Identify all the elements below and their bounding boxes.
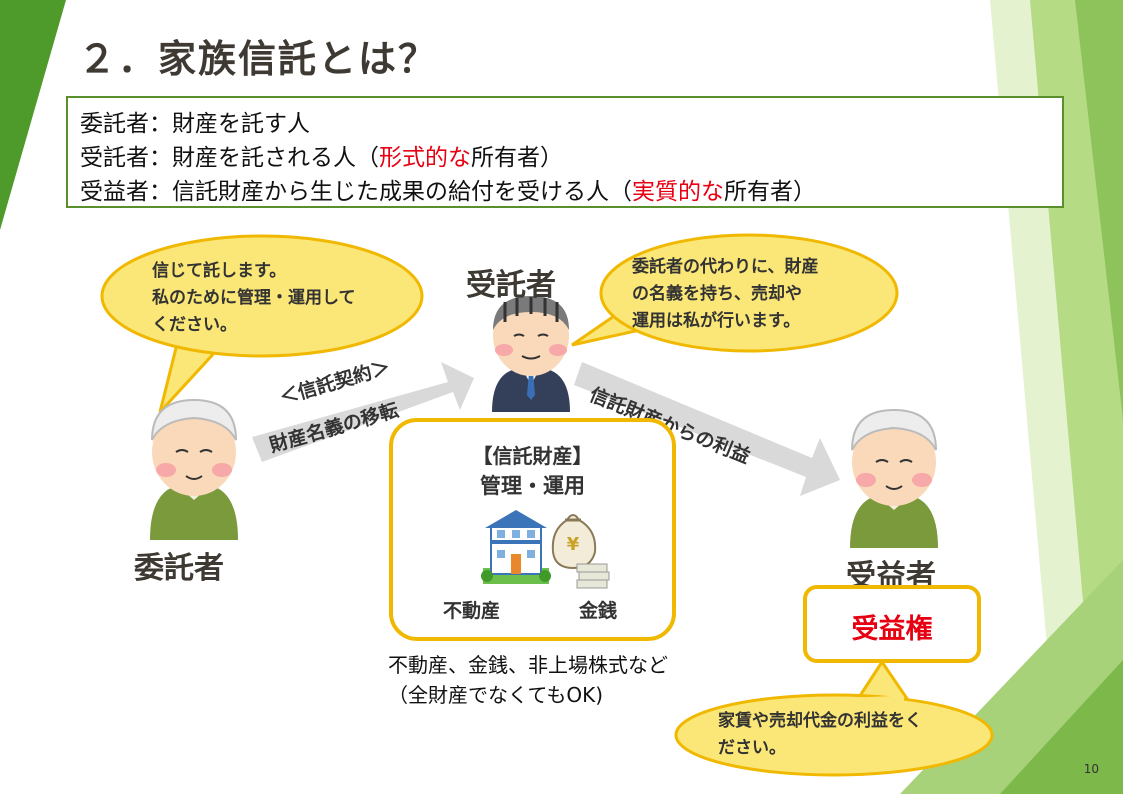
beneficiary-person-illustration: [850, 408, 938, 548]
slide-title: ２．家族信託とは？: [78, 37, 439, 81]
definition-role: 受益者: [80, 179, 149, 205]
beneficiary-speech-bubble: [674, 659, 994, 777]
arrow-left-shape: [252, 362, 474, 462]
house-icon: [481, 510, 551, 584]
definition-role: 委託者: [80, 111, 149, 137]
money-label: 金銭: [579, 600, 618, 622]
bubble-line: 信じて託します。: [152, 261, 287, 281]
arrow-right-shape: [574, 362, 840, 496]
definition-text-end: 所有者）: [724, 179, 816, 205]
yen-symbol: ¥: [567, 534, 580, 555]
trustee-label: 受託者: [466, 268, 556, 303]
real-estate-label: 不動産: [443, 600, 501, 622]
trust-property-subheading: 管理・運用: [480, 474, 585, 498]
settlor-label: 委託者: [134, 551, 224, 586]
definition-separator: ：: [149, 111, 172, 137]
trustee-speech-bubble: [571, 233, 899, 353]
page-number: 10: [1083, 762, 1099, 776]
bubble-line: 運用は私が行います。: [632, 311, 801, 331]
bubble-line: 家賃や売却代金の利益をく: [718, 711, 922, 731]
money-bag-icon: ¥: [551, 514, 610, 589]
settlor-bubble-text: 信じて託します。 私のために管理・運用して ください。: [152, 258, 356, 339]
definition-text: 信託財産から生じた成果の給付を受ける人（: [172, 179, 632, 205]
trust-property-note: 不動産、金銭、非上場株式など （全財産でなくてもOK): [388, 650, 668, 710]
settlor-speech-bubble: [100, 234, 424, 414]
trustee-person-illustration: [492, 296, 570, 412]
definition-separator: ：: [149, 145, 172, 171]
note-line: 不動産、金銭、非上場株式など: [388, 653, 668, 677]
definition-text: 財産を託す人: [172, 111, 310, 137]
definition-trustee: 受託者：財産を託される人（形式的な所有者）: [80, 138, 563, 172]
trust-property-heading: 【信託財産】: [472, 444, 593, 468]
trustee-bubble-text: 委託者の代わりに、財産 の名義を持ち、売却や 運用は私が行います。: [632, 254, 819, 335]
definition-beneficiary: 受益者：信託財産から生じた成果の給付を受ける人（実質的な所有者）: [80, 172, 816, 206]
settlor-person-illustration: [150, 398, 238, 540]
bubble-line: の名義を持ち、売却や: [632, 284, 802, 304]
beneficiary-bubble-text: 家賃や売却代金の利益をく ださい。: [718, 708, 922, 762]
beneficial-rights-box: 受益権: [803, 585, 981, 663]
definition-highlight: 形式的な: [379, 145, 471, 171]
definition-settlor: 委託者：財産を託す人: [80, 104, 310, 138]
bottom-right-green-dark: [1000, 660, 1123, 794]
note-line: （全財産でなくてもOK): [388, 683, 604, 707]
bubble-line: ださい。: [718, 738, 786, 758]
house-and-money-illustration: ¥: [481, 510, 610, 589]
definition-role: 受託者: [80, 145, 149, 171]
definition-text-end: 所有者）: [471, 145, 563, 171]
definition-separator: ：: [149, 179, 172, 205]
left-green-corner: [0, 0, 66, 230]
bubble-line: 私のために管理・運用して: [152, 288, 356, 308]
bubble-line: 委託者の代わりに、財産: [632, 257, 819, 277]
bubble-line: ください。: [152, 315, 237, 335]
definitions-box: 委託者：財産を託す人 受託者：財産を託される人（形式的な所有者） 受益者：信託財…: [66, 96, 1064, 208]
beneficial-rights-label: 受益権: [851, 614, 933, 645]
right-green-strip-dark: [1075, 0, 1123, 420]
trust-property-box: 【信託財産】 管理・運用 ¥ 不動産 金銭: [389, 418, 676, 641]
definition-highlight: 実質的な: [632, 179, 724, 205]
definition-text: 財産を託される人（: [172, 145, 379, 171]
